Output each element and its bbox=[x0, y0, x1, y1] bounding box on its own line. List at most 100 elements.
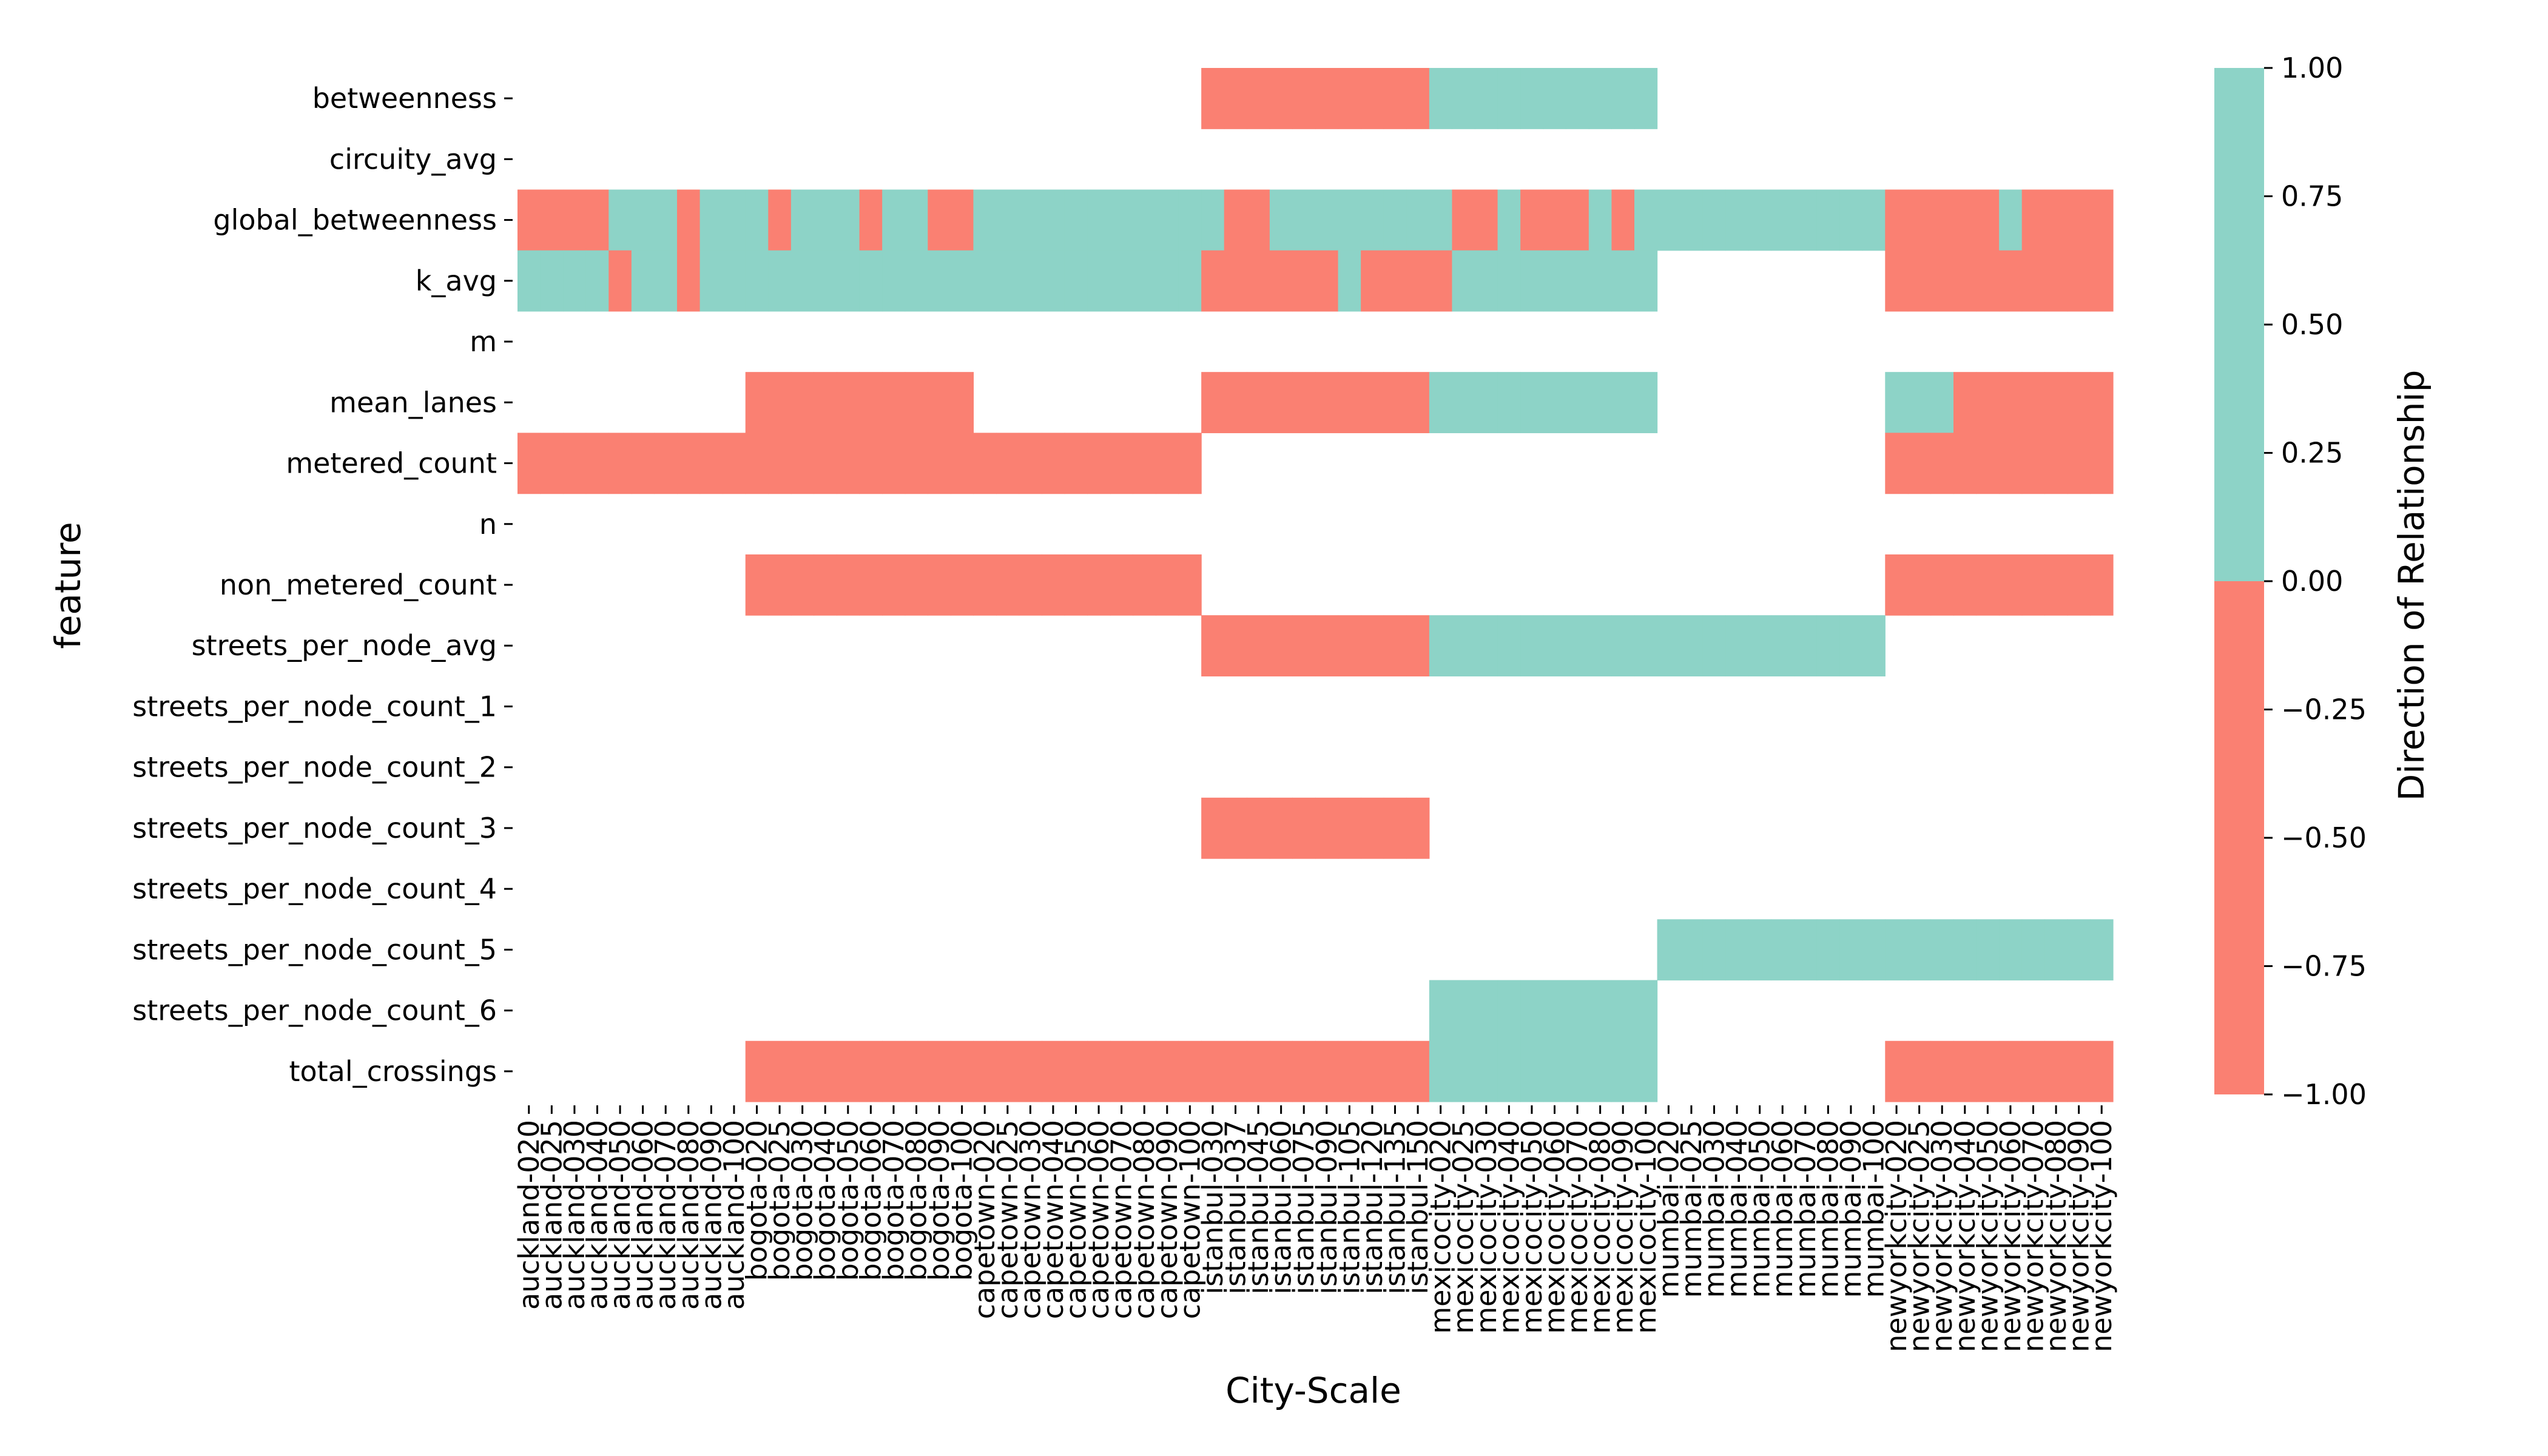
colorbar-tick-label: −0.25 bbox=[2281, 693, 2367, 726]
heatmap-cell bbox=[882, 372, 906, 434]
x-tick-label: bogota-080 bbox=[900, 1120, 933, 1281]
heatmap-cell bbox=[1338, 372, 1361, 434]
heatmap-cell bbox=[1748, 189, 1772, 251]
x-tick-label: istanbul-075 bbox=[1287, 1120, 1320, 1295]
heatmap-cell bbox=[2021, 250, 2045, 312]
heatmap-cell bbox=[2021, 554, 2045, 616]
heatmap-cell bbox=[1497, 250, 1521, 312]
heatmap-cell bbox=[1611, 980, 1635, 1042]
heatmap-cell bbox=[1634, 615, 1658, 676]
heatmap-cell bbox=[1406, 250, 1430, 312]
x-tick-label: istanbul-150 bbox=[1401, 1120, 1434, 1295]
heatmap-cell bbox=[996, 1040, 1020, 1102]
heatmap-cell bbox=[1520, 615, 1544, 676]
heatmap-cell bbox=[1338, 615, 1361, 676]
heatmap-cell bbox=[1361, 250, 1384, 312]
x-tick-label: mexicocity-080 bbox=[1584, 1120, 1617, 1334]
x-tick-label: bogota-060 bbox=[854, 1120, 887, 1281]
heatmap-cell bbox=[1156, 1040, 1179, 1102]
x-axis-title: City-Scale bbox=[1225, 1370, 1401, 1411]
heatmap-cell bbox=[950, 189, 974, 251]
heatmap-cell bbox=[1224, 615, 1247, 676]
heatmap-cell bbox=[1475, 615, 1498, 676]
heatmap-cell bbox=[2021, 189, 2045, 251]
x-tick-label: capetown-100 bbox=[1173, 1120, 1206, 1319]
heatmap-cell bbox=[517, 189, 541, 251]
heatmap-cell bbox=[1383, 372, 1407, 434]
heatmap-cell bbox=[1566, 372, 1589, 434]
heatmap-cell bbox=[1520, 189, 1544, 251]
heatmap-cell bbox=[1406, 615, 1430, 676]
colorbar-tick-label: −0.50 bbox=[2281, 821, 2367, 854]
heatmap-cell bbox=[768, 1040, 792, 1102]
heatmap-cell bbox=[1383, 189, 1407, 251]
colorbar: 1.000.750.500.250.00−0.25−0.50−0.75−1.00 bbox=[2214, 52, 2367, 1111]
heatmap-cell bbox=[2067, 433, 2091, 494]
heatmap-cell bbox=[2067, 189, 2091, 251]
heatmap-cell bbox=[1178, 554, 1202, 616]
x-tick-label: auckland-040 bbox=[581, 1120, 614, 1310]
heatmap-cell bbox=[1042, 1040, 1065, 1102]
heatmap-cell bbox=[1839, 919, 1863, 981]
x-tick-label: mexicocity-100 bbox=[1630, 1120, 1662, 1334]
heatmap-cell bbox=[1566, 68, 1589, 129]
heatmap-cell bbox=[2067, 919, 2091, 981]
x-tick-label: istanbul-045 bbox=[1242, 1120, 1275, 1295]
heatmap-cell bbox=[973, 189, 997, 251]
heatmap-cell bbox=[790, 372, 815, 434]
heatmap-cell bbox=[1725, 919, 1749, 981]
heatmap-cell bbox=[950, 1040, 974, 1102]
heatmap-cell bbox=[973, 554, 997, 616]
heatmap-cell bbox=[745, 250, 769, 312]
heatmap-cell bbox=[837, 433, 860, 494]
heatmap-cell bbox=[1543, 68, 1566, 129]
heatmap-cell bbox=[1292, 1040, 1316, 1102]
x-tick-label: newyorkcity-040 bbox=[1949, 1120, 1981, 1352]
y-tick-label: circuity_avg bbox=[329, 143, 497, 175]
heatmap-cell bbox=[1178, 189, 1202, 251]
heatmap-cell bbox=[2044, 554, 2068, 616]
heatmap-cell bbox=[540, 250, 564, 312]
x-tick-label: mumbai-100 bbox=[1858, 1120, 1890, 1298]
heatmap-cell bbox=[563, 433, 587, 494]
heatmap-cell bbox=[1475, 980, 1498, 1042]
heatmap-cell bbox=[950, 372, 974, 434]
heatmap-cell bbox=[2044, 189, 2068, 251]
heatmap-cell bbox=[1816, 189, 1840, 251]
heatmap-cell bbox=[996, 250, 1020, 312]
heatmap-cell bbox=[1269, 1040, 1293, 1102]
heatmap-cell bbox=[1156, 189, 1179, 251]
heatmap-cell bbox=[1611, 1040, 1635, 1102]
heatmap-cell bbox=[1292, 615, 1316, 676]
heatmap-cell bbox=[1475, 68, 1498, 129]
heatmap-cell bbox=[1406, 1040, 1430, 1102]
heatmap-cell bbox=[699, 250, 723, 312]
heatmap-cell bbox=[1816, 919, 1840, 981]
heatmap-cell bbox=[1497, 980, 1521, 1042]
x-tick-label: auckland-050 bbox=[604, 1120, 636, 1310]
x-tick-labels: auckland-020auckland-025auckland-030auck… bbox=[513, 1105, 2118, 1352]
heatmap-cell bbox=[859, 433, 883, 494]
x-tick-label: bogota-050 bbox=[832, 1120, 864, 1281]
heatmap-cell bbox=[859, 554, 883, 616]
heatmap-cell bbox=[2067, 372, 2091, 434]
heatmap-cell bbox=[1930, 433, 1954, 494]
heatmap-cell bbox=[1930, 919, 1954, 981]
x-tick-label: mexicocity-070 bbox=[1561, 1120, 1594, 1334]
heatmap-cell bbox=[1087, 189, 1111, 251]
x-tick-label: mumbai-080 bbox=[1812, 1120, 1844, 1298]
heatmap-cell bbox=[1999, 1040, 2023, 1102]
heatmap-cell bbox=[1725, 189, 1749, 251]
x-tick-label: bogota-025 bbox=[763, 1120, 796, 1281]
heatmap-cell bbox=[1520, 68, 1544, 129]
heatmap-cell bbox=[1110, 1040, 1134, 1102]
heatmap-cell bbox=[1794, 919, 1818, 981]
heatmap-cell bbox=[723, 189, 746, 251]
heatmap-cell bbox=[2090, 189, 2114, 251]
heatmap-cell bbox=[1566, 250, 1589, 312]
heatmap-cell bbox=[1771, 919, 1795, 981]
x-tick-label: mumbai-050 bbox=[1744, 1120, 1776, 1298]
heatmap-cell bbox=[1064, 250, 1088, 312]
heatmap-cell bbox=[1019, 189, 1042, 251]
x-tick-label: capetown-080 bbox=[1128, 1120, 1161, 1319]
